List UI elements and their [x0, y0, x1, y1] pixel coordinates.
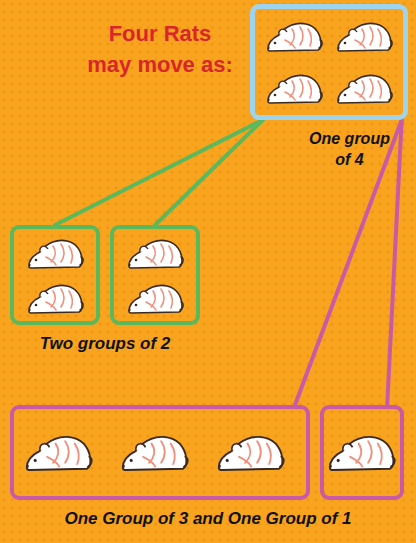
rat-icon: [122, 437, 188, 470]
group-outline: [110, 225, 200, 325]
group-outline: [10, 225, 100, 325]
group-outline: [10, 405, 310, 500]
connector-line: [55, 120, 263, 225]
group-caption: One group of 4: [302, 128, 397, 170]
group-outline: [320, 405, 404, 500]
connector-line: [387, 120, 401, 405]
rat-icon: [29, 240, 84, 268]
rat-icon: [338, 23, 393, 51]
group-caption: Two groups of 2: [5, 333, 205, 355]
diagram-title: Four Rats may move as:: [60, 18, 260, 80]
group-outline: [250, 4, 408, 120]
group-box: [10, 225, 100, 325]
group-box: [10, 405, 310, 500]
rat-icon: [329, 437, 395, 470]
rat-icon: [29, 285, 84, 313]
rat-icon: [129, 240, 184, 268]
connector-line: [155, 120, 263, 225]
rat-icon: [26, 437, 92, 470]
rat-icon: [129, 285, 184, 313]
rat-icon: [268, 23, 323, 51]
rat-icon: [338, 75, 393, 103]
group-box: One group of 4: [250, 4, 408, 120]
group-caption: One Group of 3 and One Group of 1: [0, 508, 416, 530]
group-box: [320, 405, 404, 500]
rat-icon: [268, 75, 323, 103]
rat-icon: [218, 437, 284, 470]
group-box: [110, 225, 200, 325]
connector-line: [295, 120, 402, 405]
